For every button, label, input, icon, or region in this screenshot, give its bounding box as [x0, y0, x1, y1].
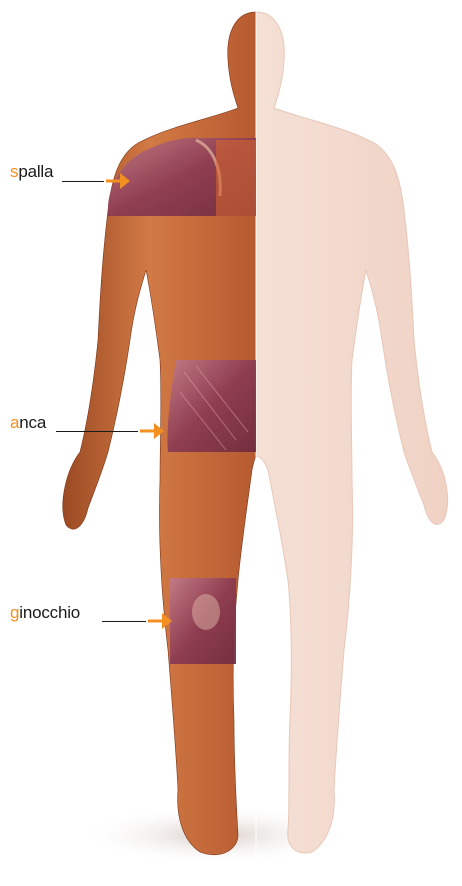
ghost-body-half — [256, 12, 448, 853]
shoulder-leader-line — [62, 181, 104, 182]
hip-muscle — [167, 360, 256, 452]
shoulder-label: spalla — [10, 162, 53, 182]
knee-leader-line — [102, 621, 146, 622]
knee-cap — [192, 594, 220, 630]
shoulder-muscle-orange — [216, 140, 256, 216]
knee-label-initial: g — [10, 603, 19, 622]
knee-label: ginocchio — [10, 603, 80, 623]
hip-label-initial: a — [10, 413, 19, 432]
knee-label-rest: inocchio — [19, 603, 80, 622]
hip-label: anca — [10, 413, 46, 433]
hip-leader-line — [56, 431, 138, 432]
shoulder-label-rest: palla — [18, 162, 53, 181]
hip-label-rest: nca — [19, 413, 46, 432]
